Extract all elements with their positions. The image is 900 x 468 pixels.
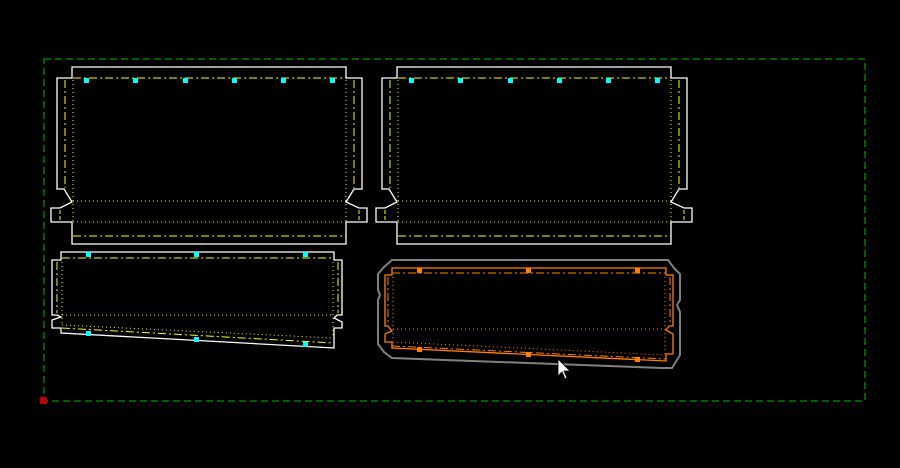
cut-outline [51, 251, 343, 349]
tray-blank-2[interactable] [377, 259, 681, 369]
box-blank-1[interactable] [50, 66, 368, 245]
mouse-cursor-icon [557, 358, 571, 380]
tray-blank-1[interactable] [51, 251, 343, 349]
origin-marker [40, 397, 47, 404]
selection-outline [377, 259, 681, 369]
box-blank-2[interactable] [375, 66, 693, 245]
cut-outline [384, 267, 674, 362]
sheet-boundary [43, 58, 866, 402]
